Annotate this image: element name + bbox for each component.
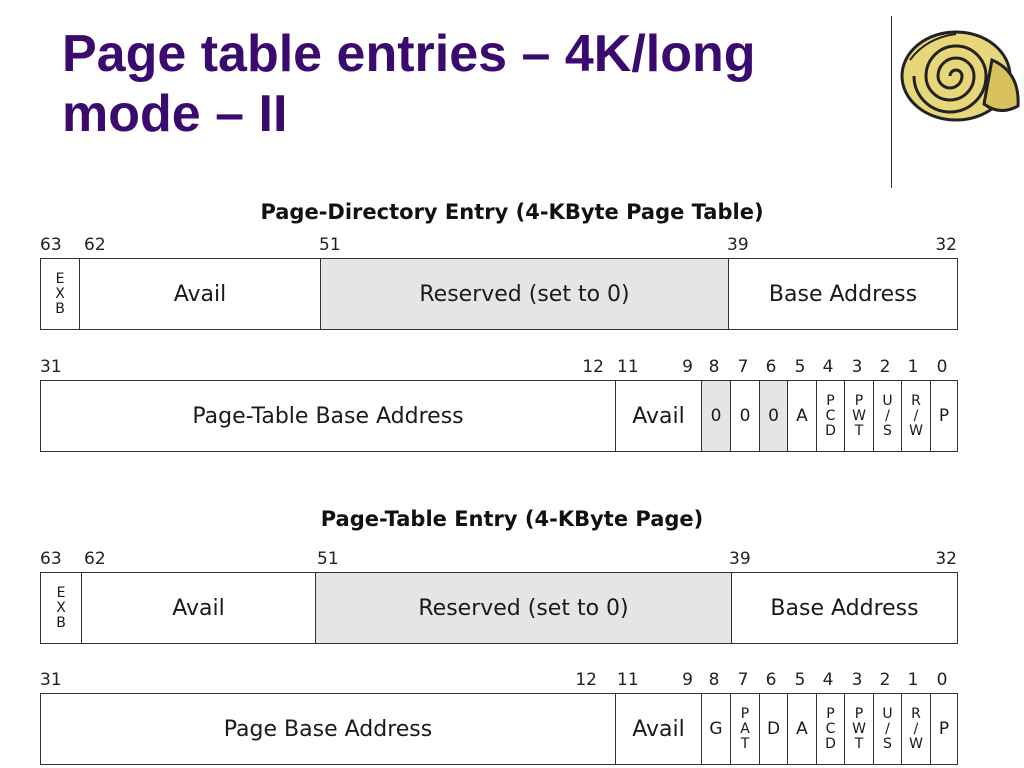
pde-diagram-title: Page-Directory Entry (4-KByte Page Table… [260, 200, 764, 224]
spiral-shell-logo-icon [900, 30, 1020, 122]
base-address-field: Base Address [731, 573, 957, 643]
bit7-zero-field: 0 [730, 381, 759, 451]
page-table-base-address-field: Page-Table Base Address [192, 403, 464, 429]
bit-number: 12 [575, 670, 597, 690]
slide-title: Page table entries – 4K/long mode – II [62, 25, 756, 143]
bit-number: 9 [682, 357, 693, 377]
bit8-zero-field: 0 [701, 381, 730, 451]
read-write-field: R/W [901, 694, 930, 764]
title-divider [891, 16, 892, 188]
bit-number: 63 [40, 235, 62, 255]
bit-number: 0 [936, 357, 948, 377]
avail-field: Avail [81, 573, 315, 643]
bit-number: 3 [851, 670, 863, 690]
bit-number: 32 [935, 549, 957, 569]
bit-number: 39 [727, 235, 749, 255]
bit-number: 39 [729, 549, 751, 569]
bit-number: 5 [794, 670, 806, 690]
page-base-address-field: Page Base Address [223, 716, 433, 742]
present-field: P [930, 694, 957, 764]
bit-number: 63 [40, 549, 62, 569]
reserved-field: Reserved (set to 0) [320, 259, 728, 329]
bit-number: 6 [765, 357, 777, 377]
bit-number: 62 [84, 235, 106, 255]
bit-number: 3 [851, 357, 863, 377]
bit-number: 2 [879, 670, 891, 690]
bit-number: 51 [317, 549, 339, 569]
bit-number: 0 [936, 670, 948, 690]
user-supervisor-field: U/S [873, 694, 901, 764]
avail-field: Avail [79, 259, 320, 329]
bit-number: 32 [935, 235, 957, 255]
user-supervisor-field: U/S [873, 381, 901, 451]
global-field: G [701, 694, 730, 764]
bit-number: 1 [907, 670, 919, 690]
bit6-zero-field: 0 [759, 381, 787, 451]
bit-number: 4 [822, 357, 834, 377]
read-write-field: R/W [901, 381, 930, 451]
bit-number: 8 [708, 670, 720, 690]
bit-number: 7 [737, 670, 749, 690]
reserved-field: Reserved (set to 0) [315, 573, 731, 643]
bit-number: 4 [822, 670, 834, 690]
bit-number: 6 [765, 670, 777, 690]
bit-number: 2 [879, 357, 891, 377]
bit-number: 9 [682, 670, 693, 690]
bit-number: 12 [582, 357, 604, 377]
bit-number: 11 [617, 670, 639, 690]
avail-field: Avail [615, 381, 701, 451]
pte-diagram-title: Page-Table Entry (4-KByte Page) [320, 507, 704, 531]
bit-number: 31 [40, 670, 62, 690]
base-address-field: Base Address [728, 259, 957, 329]
present-field: P [930, 381, 957, 451]
accessed-field: A [787, 381, 816, 451]
bit-number: 51 [319, 235, 341, 255]
bit-number: 31 [40, 357, 62, 377]
dirty-field: D [759, 694, 787, 764]
bit-number: 1 [907, 357, 919, 377]
bit-number: 62 [84, 549, 106, 569]
bit-number: 11 [617, 357, 639, 377]
accessed-field: A [787, 694, 816, 764]
bit-number: 8 [708, 357, 720, 377]
bit-number: 5 [794, 357, 806, 377]
bit-number: 7 [737, 357, 749, 377]
avail-field: Avail [615, 694, 701, 764]
